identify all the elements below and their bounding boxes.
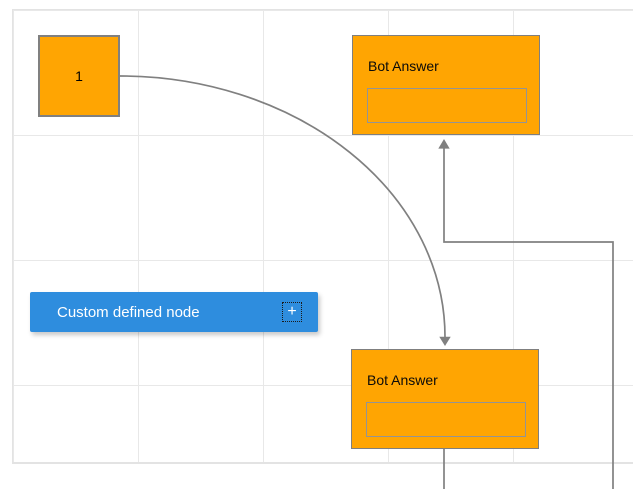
start-node-label: 1	[75, 68, 83, 84]
custom-defined-node[interactable]: Custom defined node +	[30, 292, 318, 332]
add-port-button[interactable]: +	[282, 302, 302, 322]
bot-answer-title: Bot Answer	[368, 58, 439, 74]
bot-answer-input[interactable]	[366, 402, 526, 437]
bot-answer-node-top[interactable]: Bot Answer	[352, 35, 540, 135]
start-node[interactable]: 1	[38, 35, 120, 117]
custom-node-label: Custom defined node	[57, 303, 200, 321]
bot-answer-node-bottom[interactable]: Bot Answer	[351, 349, 539, 449]
bot-answer-title: Bot Answer	[367, 372, 438, 388]
bot-answer-input[interactable]	[367, 88, 527, 123]
plus-icon: +	[287, 303, 297, 320]
